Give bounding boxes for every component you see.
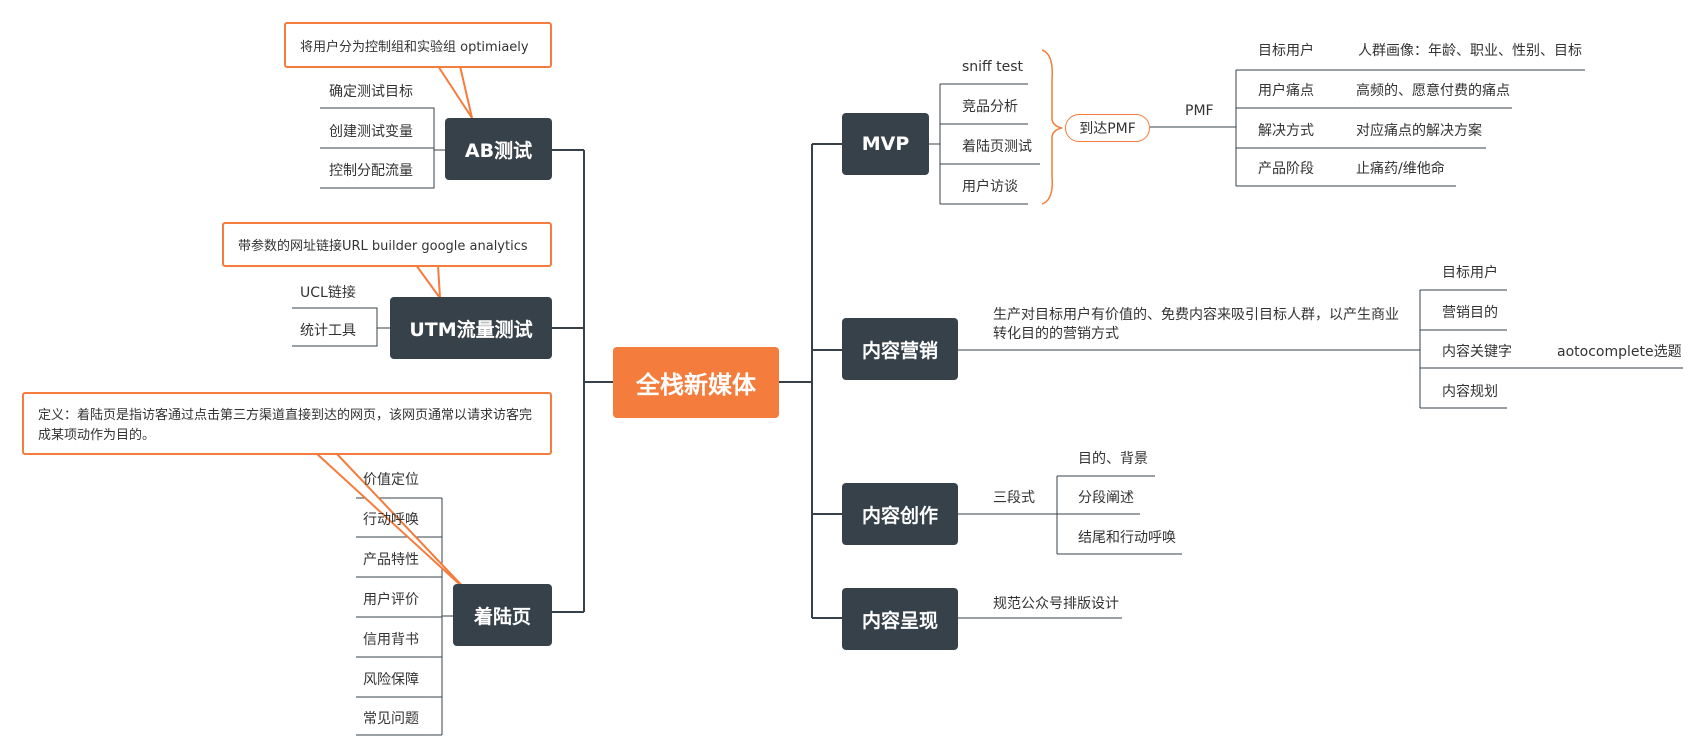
pmf-item-detail: 对应痛点的解决方案 <box>1356 123 1482 139</box>
marketing-item[interactable]: 内容规划 <box>1442 384 1498 400</box>
content-creation-node[interactable]: 内容创作 <box>842 483 958 545</box>
presentation-item[interactable]: 规范公众号排版设计 <box>993 596 1119 612</box>
pmf-label[interactable]: PMF <box>1185 103 1214 119</box>
landing-item[interactable]: 价值定位 <box>363 472 419 488</box>
ab-item[interactable]: 确定测试目标 <box>329 84 413 100</box>
creation-item[interactable]: 分段阐述 <box>1078 490 1134 506</box>
mvp-item[interactable]: 竞品分析 <box>962 99 1018 115</box>
landing-item[interactable]: 风险保障 <box>363 672 419 688</box>
root-node[interactable]: 全栈新媒体 <box>613 347 779 418</box>
utm-note-callout: 带参数的网址链接URL builder google analytics <box>222 222 552 267</box>
creation-item[interactable]: 目的、背景 <box>1078 451 1148 467</box>
utm-item[interactable]: UCL链接 <box>300 285 356 301</box>
landing-item[interactable]: 信用背书 <box>363 632 419 648</box>
landing-page-node[interactable]: 着陆页 <box>453 584 552 646</box>
ab-test-node[interactable]: AB测试 <box>445 118 552 180</box>
marketing-item[interactable]: 营销目的 <box>1442 305 1498 321</box>
mvp-item[interactable]: 用户访谈 <box>962 179 1018 195</box>
landing-item[interactable]: 产品特性 <box>363 552 419 568</box>
pmf-item[interactable]: 用户痛点 <box>1258 83 1314 99</box>
pmf-item[interactable]: 目标用户 <box>1258 43 1314 59</box>
landing-note-callout: 定义：着陆页是指访客通过点击第三方渠道直接到达的网页，该网页通常以请求访客完成某… <box>22 392 552 455</box>
ab-note-callout: 将用户分为控制组和实验组 optimiaely <box>284 22 552 68</box>
structure-label[interactable]: 三段式 <box>993 490 1035 506</box>
ab-item[interactable]: 控制分配流量 <box>329 163 413 179</box>
mvp-item[interactable]: 着陆页测试 <box>962 139 1032 155</box>
content-marketing-definition: 生产对目标用户有价值的、免费内容来吸引目标人群，以产生商业 <box>993 307 1399 323</box>
creation-item[interactable]: 结尾和行动呼唤 <box>1078 530 1176 546</box>
content-presentation-node[interactable]: 内容呈现 <box>842 588 958 650</box>
utm-item[interactable]: 统计工具 <box>300 323 356 339</box>
utm-test-node[interactable]: UTM流量测试 <box>390 297 552 359</box>
marketing-item[interactable]: 目标用户 <box>1442 265 1498 281</box>
mvp-item[interactable]: sniff test <box>962 59 1024 75</box>
landing-item[interactable]: 用户评价 <box>363 592 419 608</box>
content-marketing-definition: 转化目的的营销方式 <box>993 326 1119 342</box>
pmf-item-detail: 高频的、愿意付费的痛点 <box>1356 83 1510 99</box>
pmf-item-detail: 人群画像：年龄、职业、性别、目标 <box>1358 43 1582 59</box>
keyword-detail: aotocomplete选题 <box>1557 344 1682 360</box>
landing-item[interactable]: 行动呼唤 <box>363 512 419 528</box>
pmf-item[interactable]: 解决方式 <box>1258 123 1314 139</box>
mvp-node[interactable]: MVP <box>842 113 929 175</box>
landing-item[interactable]: 常见问题 <box>363 711 419 727</box>
ab-item[interactable]: 创建测试变量 <box>329 124 413 140</box>
content-marketing-node[interactable]: 内容营销 <box>842 318 958 380</box>
marketing-item[interactable]: 内容关键字 <box>1442 344 1512 360</box>
pmf-item-detail: 止痛药/维他命 <box>1356 161 1445 177</box>
pmf-goal-pill[interactable]: 到达PMF <box>1065 114 1150 142</box>
pmf-item[interactable]: 产品阶段 <box>1258 161 1314 177</box>
